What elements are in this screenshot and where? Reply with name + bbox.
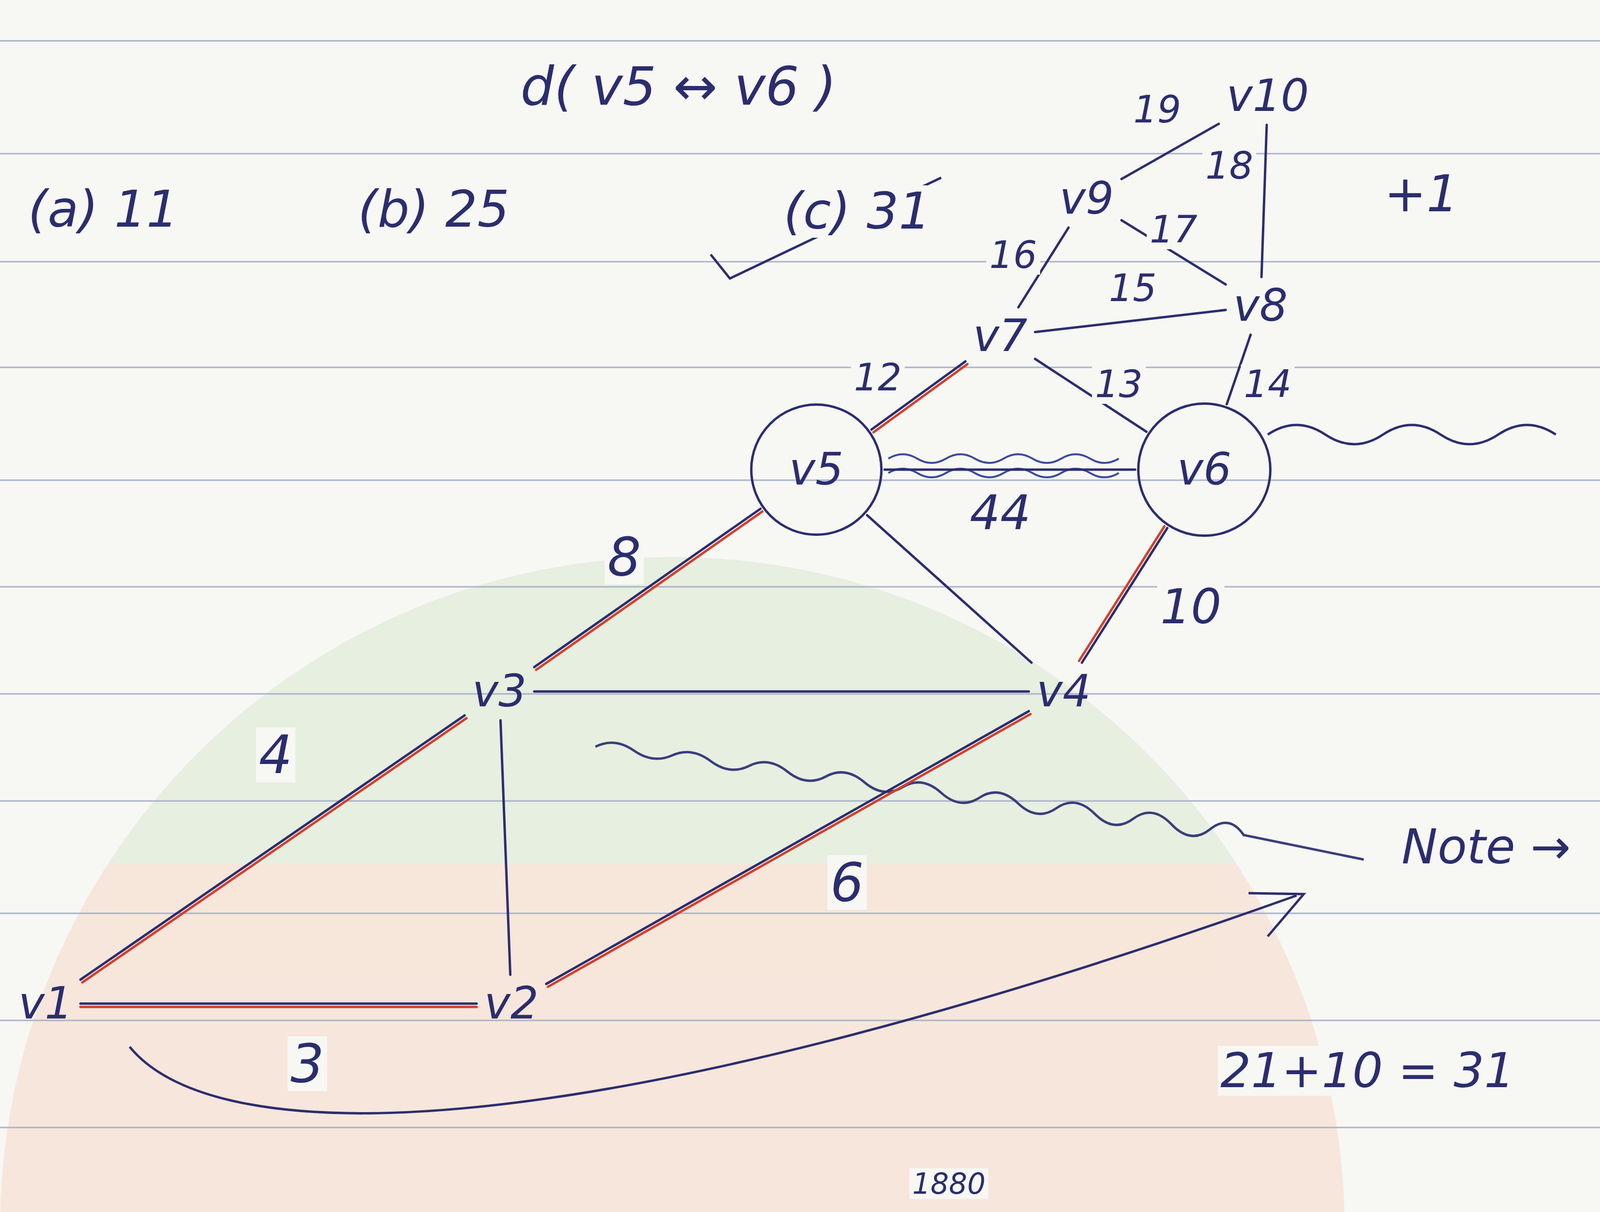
vertex-name: v8 <box>1233 283 1288 328</box>
graph-edge <box>1078 526 1168 663</box>
vertex-name: v10 <box>1226 73 1310 119</box>
graph-edge <box>80 1003 477 1007</box>
edge-stroke <box>82 718 467 983</box>
graph-edge <box>534 691 1030 692</box>
edge-weight: 15 <box>1105 268 1160 308</box>
edge-weight: 13 <box>1091 364 1146 404</box>
vertex-name: v5 <box>789 447 844 492</box>
graph-edge <box>1035 309 1226 332</box>
edge-stroke <box>534 690 1030 693</box>
edge-stroke <box>884 468 1136 472</box>
arrow-head <box>1248 893 1304 937</box>
vertex-name: v9 <box>1059 176 1115 221</box>
edge-weight: 3 <box>287 1036 328 1091</box>
edge-stroke <box>1078 526 1165 661</box>
vertex-name: v6 <box>1177 447 1232 492</box>
vertex-name: v7 <box>973 314 1028 359</box>
note-text: d( v5 ↔ v6 ) <box>517 59 840 114</box>
vertex-name: v1 <box>18 981 73 1026</box>
edge-weight: 10 <box>1157 581 1225 632</box>
vertex-name: v4 <box>1036 669 1091 714</box>
note-text: (c) 31 <box>780 185 934 238</box>
edge-weight: 12 <box>850 357 905 398</box>
wavy-line <box>1267 424 1556 445</box>
vertex-name: v2 <box>484 981 539 1026</box>
squiggle-arrow <box>595 742 1364 860</box>
note-text: +1 <box>1381 168 1462 221</box>
circled-vertex: v5 <box>750 403 883 536</box>
note-text: 1880 <box>909 1168 989 1200</box>
graph-edge <box>1035 358 1147 432</box>
vertex-label: v8 <box>1229 280 1292 331</box>
check-mark <box>710 177 942 279</box>
edge-weight: 6 <box>827 855 867 910</box>
edge-weight: 14 <box>1240 364 1295 404</box>
graph-edge <box>534 508 763 670</box>
edge-stroke <box>536 511 763 670</box>
edge-stroke <box>80 715 465 980</box>
edge-stroke <box>80 1006 477 1009</box>
vertex-label: v4 <box>1032 666 1095 717</box>
edge-weight: 17 <box>1146 209 1200 250</box>
note-text: Note → <box>1398 822 1574 873</box>
vertex-name: v3 <box>472 669 527 714</box>
vertex-label: v2 <box>480 978 543 1029</box>
edge-weight: 16 <box>986 235 1040 275</box>
edge-weight: 44 <box>966 487 1034 538</box>
vertex-label: v7 <box>969 311 1032 362</box>
vertex-label: v10 <box>1222 71 1313 122</box>
vertex-label: v1 <box>14 978 77 1029</box>
edge-stroke <box>547 714 1031 987</box>
edge-weight: 8 <box>604 529 644 585</box>
edge-stroke <box>1261 124 1267 278</box>
edge-stroke <box>1081 528 1168 663</box>
note-text: (a) 11 <box>24 183 182 236</box>
edge-stroke <box>80 1002 477 1006</box>
circled-vertex: v6 <box>1137 402 1272 537</box>
graph-edge <box>80 715 467 983</box>
edge-stroke <box>1035 309 1226 332</box>
graph-edge <box>500 720 510 975</box>
edge-stroke <box>534 508 761 667</box>
note-text: (b) 25 <box>354 183 513 236</box>
graph-edge <box>546 711 1031 987</box>
edge-weight: 4 <box>255 727 296 783</box>
vertex-label: v3 <box>468 666 531 717</box>
note-text: 21+10 = 31 <box>1217 1045 1518 1096</box>
graph-edge <box>884 469 1136 471</box>
edge-weight: 18 <box>1202 145 1256 186</box>
edge-stroke <box>546 711 1030 984</box>
graph-edge <box>1261 124 1267 278</box>
scribble <box>888 454 1119 478</box>
vertex-label: v9 <box>1055 173 1118 224</box>
edge-weight: 19 <box>1130 89 1184 130</box>
watermark <box>0 528 1600 1212</box>
edge-stroke <box>1035 358 1147 432</box>
ruled-lines <box>0 40 1600 1128</box>
edge-stroke <box>500 720 510 975</box>
